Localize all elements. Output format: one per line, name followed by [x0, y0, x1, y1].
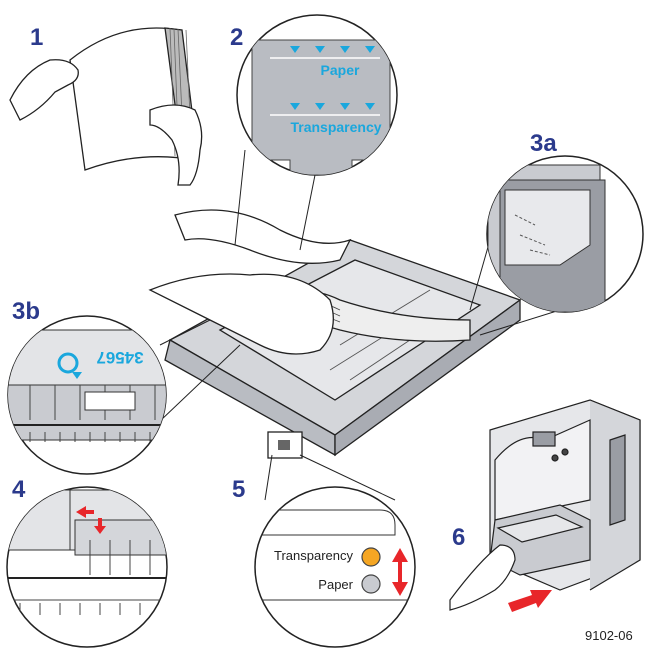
callout-3b: 34567	[7, 315, 167, 475]
step1-illustration	[9, 27, 203, 186]
step-number-6: 6	[452, 524, 466, 551]
callout2-paper-label: Paper	[321, 62, 360, 78]
transparency-fill-line-markers	[290, 103, 375, 110]
step-number-1: 1	[30, 24, 44, 51]
callout-3a	[486, 155, 644, 313]
callout-4	[6, 486, 168, 648]
paper-indicator	[361, 574, 381, 594]
step6-illustration	[449, 399, 641, 612]
transparency-indicator	[361, 547, 381, 567]
up-down-arrow-icon	[392, 548, 408, 596]
callout-5: Transparency Paper	[254, 486, 416, 648]
callout-leaders	[139, 149, 561, 501]
adjust-guide-arrows	[76, 506, 106, 534]
step-number-2: 2	[230, 24, 244, 51]
step-number-3b: 3b	[12, 298, 41, 325]
callout3b-ruler-text: 34567	[96, 348, 143, 367]
step-number-5: 5	[232, 476, 246, 503]
insert-tray-arrow-icon	[508, 590, 552, 612]
step-number-4: 4	[12, 476, 26, 503]
callout5-transparency-label: Transparency	[274, 548, 353, 563]
callout2-transparency-label: Transparency	[290, 119, 381, 135]
callout5-paper-label: Paper	[318, 577, 353, 592]
callout-2: Paper Transparency	[236, 14, 398, 176]
paper-tray	[148, 209, 522, 459]
paper-fill-line-markers	[290, 46, 375, 53]
figure-id: 9102-06	[585, 628, 633, 643]
step-number-3a: 3a	[530, 130, 557, 157]
rotate-icon	[57, 352, 82, 379]
